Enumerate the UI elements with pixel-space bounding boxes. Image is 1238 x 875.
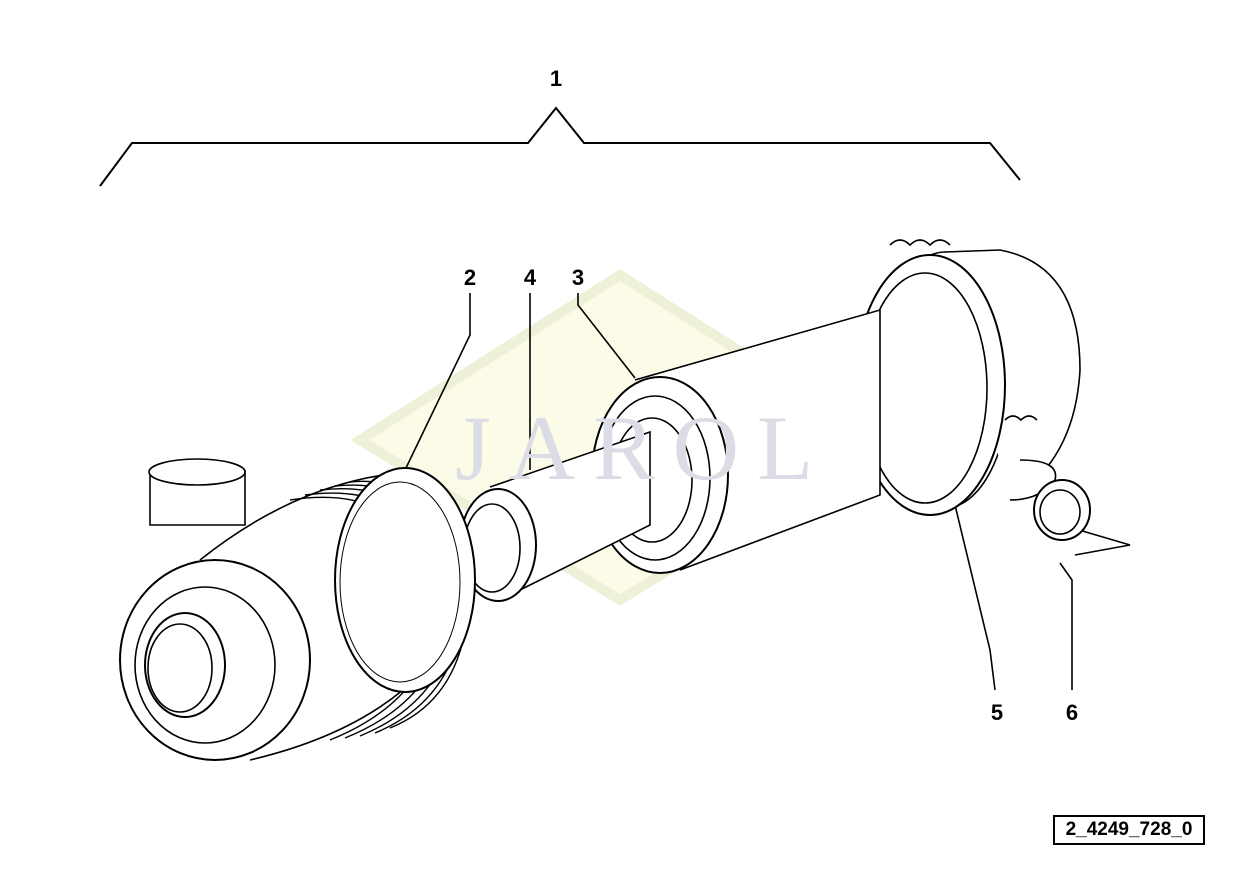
housing-part-5: [854, 239, 1081, 516]
drawing-id-label: 2_4249_728_0: [1053, 815, 1205, 845]
callout-4: 4: [523, 265, 537, 290]
prefilter-housing-part-2: [119, 458, 476, 761]
callout-2: 2: [463, 265, 477, 290]
callout-1: 1: [549, 66, 563, 91]
safety-element-part-4: [459, 430, 651, 602]
callout-6: 6: [1065, 700, 1079, 725]
callout-5: 5: [990, 700, 1004, 725]
vacuator-valve-part-6: [1033, 479, 1131, 556]
callout-3: 3: [571, 265, 585, 290]
leader-3: [577, 293, 636, 379]
leader-2: [404, 293, 471, 471]
leader-5: [954, 504, 996, 691]
assembly-bracket: [99, 106, 1021, 187]
leader-6: [1059, 562, 1073, 690]
